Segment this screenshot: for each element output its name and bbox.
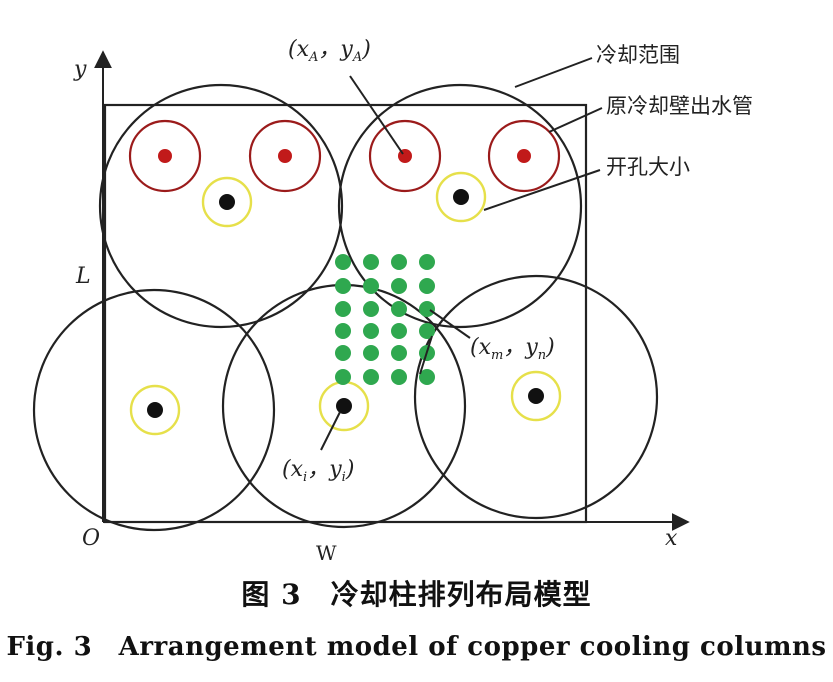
length-label: L <box>75 264 91 289</box>
cooling-range-circle <box>98 83 344 329</box>
outlet-pipe-ring <box>487 119 561 193</box>
candidate-point <box>391 254 407 270</box>
candidate-point <box>335 301 351 317</box>
candidate-point <box>419 301 435 317</box>
candidate-point <box>363 345 379 361</box>
column-dot <box>336 398 352 414</box>
caption-chinese: 图 3 冷却柱排列布局模型 <box>241 578 592 611</box>
cooling-column-layout-diagram: y x O L W (xA，yA) (xm，yn) (xi，yi) 冷却范围 原… <box>32 37 753 565</box>
candidate-point <box>419 369 435 385</box>
candidate-point <box>363 278 379 294</box>
leader-hole <box>483 169 601 211</box>
outlet-pipe-dot <box>517 149 531 163</box>
caption-english: Fig. 3 Arrangement model of copper cooli… <box>6 632 827 662</box>
candidate-point <box>419 254 435 270</box>
hole-ring <box>435 171 487 223</box>
y-axis-label: y <box>73 57 87 82</box>
original-pipe-label: 原冷却壁出水管 <box>606 94 753 118</box>
x-axis-label: x <box>665 526 678 551</box>
hole-ring <box>129 384 181 436</box>
cooling-range-circle <box>413 274 659 520</box>
point-a-label: (xA，yA) <box>288 37 371 65</box>
candidate-point <box>391 278 407 294</box>
candidate-point <box>363 301 379 317</box>
point-m-label: (xm，yn) <box>470 335 555 363</box>
original-outlet-pipes <box>128 119 561 193</box>
width-label: W <box>316 541 337 565</box>
candidate-point <box>363 323 379 339</box>
cooling-columns <box>129 171 562 436</box>
leader-a <box>349 75 404 155</box>
hole-ring <box>510 370 562 422</box>
outlet-pipe-dot <box>158 149 172 163</box>
cooling-range-circles <box>32 83 659 532</box>
candidate-point <box>335 254 351 270</box>
point-i-label: (xi，yi) <box>282 457 354 485</box>
candidate-point <box>335 369 351 385</box>
candidate-point <box>363 369 379 385</box>
candidate-point <box>391 323 407 339</box>
candidate-point <box>419 323 435 339</box>
outlet-pipe-dot <box>278 149 292 163</box>
cooling-stave-outline <box>103 103 588 524</box>
origin-label: O <box>82 526 100 551</box>
column-dot <box>219 194 235 210</box>
candidate-point <box>335 323 351 339</box>
column-dot <box>528 388 544 404</box>
leader-m2 <box>419 335 433 375</box>
cooling-range-circle <box>337 83 583 329</box>
column-dot <box>147 402 163 418</box>
candidate-point-grid <box>335 254 435 385</box>
candidate-point <box>391 369 407 385</box>
leader-m <box>429 309 471 339</box>
leader-lines <box>320 57 603 451</box>
column-dot <box>453 189 469 205</box>
candidate-point <box>419 278 435 294</box>
candidate-point <box>391 345 407 361</box>
outlet-pipe-ring <box>248 119 322 193</box>
candidate-point <box>363 254 379 270</box>
cooling-range-label: 冷却范围 <box>596 43 680 67</box>
leader-cooling-range <box>514 57 593 88</box>
candidate-point <box>335 345 351 361</box>
outlet-pipe-ring <box>128 119 202 193</box>
hole-size-label: 开孔大小 <box>606 155 690 179</box>
hole-ring <box>201 176 253 228</box>
candidate-point <box>391 301 407 317</box>
leader-pipe <box>548 107 603 133</box>
cooling-range-circle <box>32 288 276 532</box>
outlet-pipe-ring <box>368 119 442 193</box>
leader-i <box>320 411 341 451</box>
candidate-point <box>335 278 351 294</box>
